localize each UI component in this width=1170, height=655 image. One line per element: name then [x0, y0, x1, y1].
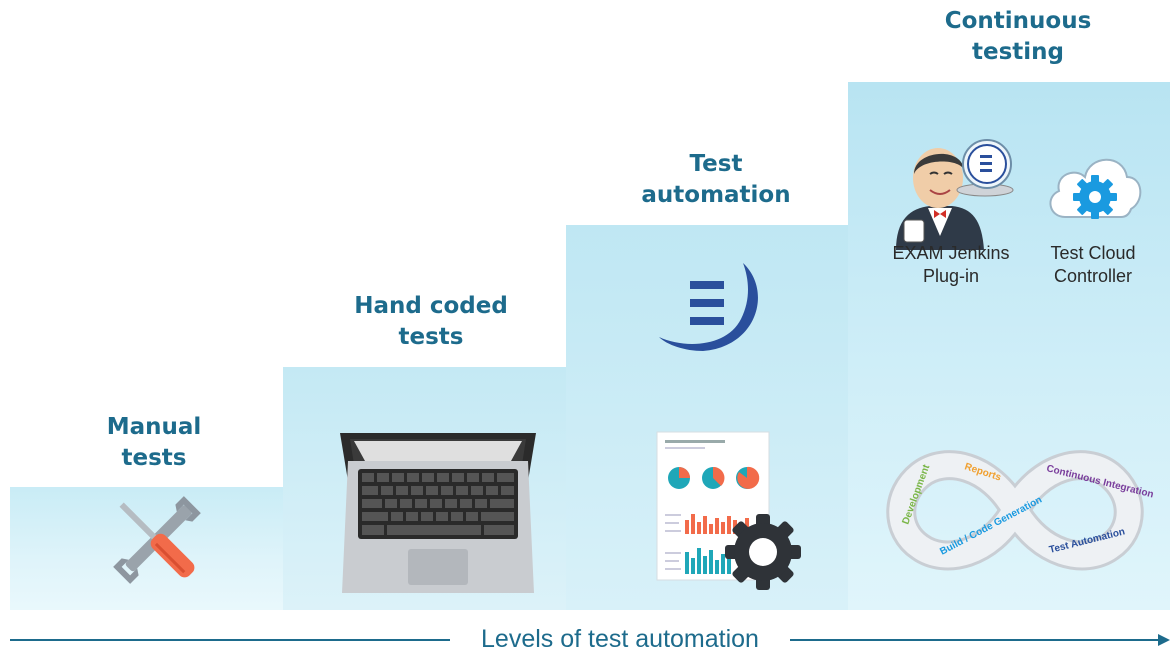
- title-line: tests: [398, 324, 464, 350]
- report-gear-icon: [656, 431, 801, 590]
- title-line: automation: [641, 182, 791, 208]
- title-line: Test: [689, 151, 743, 177]
- title-line: tests: [121, 445, 187, 471]
- tools-icon: [113, 496, 201, 584]
- jenkins-butler-icon: [896, 139, 1014, 250]
- step-title-hand-coded: Hand coded tests: [321, 291, 541, 353]
- title-line: Hand coded: [354, 293, 508, 319]
- axis-line-left: [10, 639, 450, 641]
- laptop-icon: [340, 433, 536, 593]
- exam-logo-icon: [659, 263, 758, 351]
- cloud-gear-icon: [1049, 158, 1142, 219]
- title-line: Continuous: [944, 8, 1092, 34]
- caption-line: Controller: [1053, 266, 1133, 286]
- step-title-continuous: Continuous testing: [908, 6, 1128, 68]
- infinity-cycle-icon: Development Reports Continuous Integrati…: [886, 450, 1155, 571]
- caption-exam-jenkins: EXAM Jenkins Plug-in: [878, 242, 1024, 288]
- caption-line: Test Cloud: [1050, 243, 1136, 263]
- step-title-test-automation: Test automation: [606, 149, 826, 211]
- step-title-manual: Manual tests: [54, 412, 254, 474]
- caption-line: EXAM Jenkins: [892, 243, 1010, 263]
- title-line: testing: [972, 39, 1064, 65]
- title-line: Manual: [106, 414, 202, 440]
- axis-label: Levels of test automation: [481, 625, 759, 653]
- caption-test-cloud: Test Cloud Controller: [1030, 242, 1156, 288]
- caption-line: Plug-in: [922, 266, 980, 286]
- axis-arrow-head-icon: [1158, 634, 1170, 646]
- axis-line-right: [790, 639, 1160, 641]
